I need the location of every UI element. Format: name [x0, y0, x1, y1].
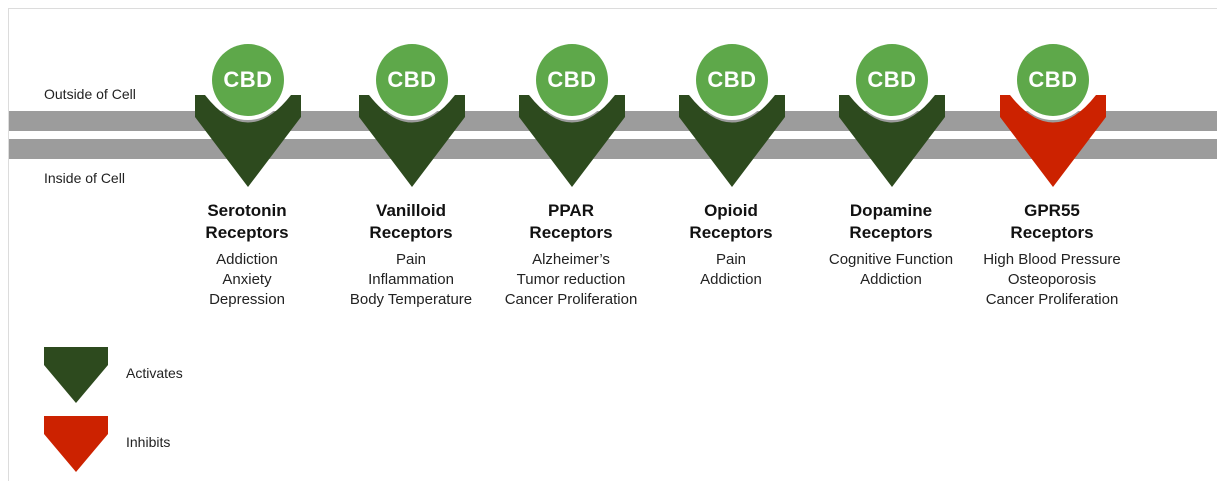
cbd-molecule: CBD [1013, 40, 1093, 120]
inside-of-cell-label: Inside of Cell [44, 170, 125, 186]
effect-item: Osteoporosis [1007, 271, 1097, 288]
receptor-arrow-shape [359, 95, 465, 187]
receptor-title: Serotonin Receptors [172, 200, 322, 244]
receptor-effects: Pain Inflammation Body Temperature [326, 250, 496, 310]
effect-item: Pain [715, 251, 747, 268]
effect-item: Cognitive Function [828, 251, 954, 268]
cbd-molecule: CBD [372, 40, 452, 120]
legend-inhibits-label: Inhibits [126, 434, 171, 450]
legend-activates: Activates [44, 347, 244, 403]
receptor-vanilloid: CBD Vanilloid Receptors Pain Inflammatio… [336, 0, 486, 320]
receptor-shape-icon [1000, 95, 1106, 187]
receptor-arrow-shape [679, 95, 785, 187]
receptor-gpr55: CBD GPR55 Receptors High Blood Pressure … [977, 0, 1127, 320]
effect-item: Depression [209, 291, 285, 308]
receptor-name: Vanilloid [376, 201, 446, 220]
receptor-title: GPR55 Receptors [977, 200, 1127, 244]
receptor-title: Dopamine Receptors [816, 200, 966, 244]
receptor-type: Receptors [369, 223, 453, 242]
cbd-label: CBD [212, 44, 284, 116]
effect-item: High Blood Pressure [983, 251, 1121, 268]
legend-inhibits: Inhibits [44, 416, 244, 472]
effect-item: Inflammation [368, 271, 454, 288]
receptor-type: Receptors [529, 223, 613, 242]
receptor-shape-icon [839, 95, 945, 187]
effect-item: Alzheimer’s [532, 251, 610, 268]
receptor-effects: Alzheimer’s Tumor reduction Cancer Proli… [486, 250, 656, 310]
cbd-label: CBD [536, 44, 608, 116]
cbd-label: CBD [376, 44, 448, 116]
effect-item: Anxiety [222, 271, 272, 288]
receptor-effects: Addiction Anxiety Depression [162, 250, 332, 310]
receptor-name: Opioid [704, 201, 758, 220]
activates-arrow-icon [44, 347, 108, 403]
effect-item: Tumor reduction [516, 271, 626, 288]
receptor-arrow-shape [519, 95, 625, 187]
receptor-effects: Cognitive Function Addiction [806, 250, 976, 290]
receptor-dopamine: CBD Dopamine Receptors Cognitive Functio… [816, 0, 966, 320]
receptor-shape-icon [359, 95, 465, 187]
cbd-molecule: CBD [532, 40, 612, 120]
receptor-name: Serotonin [207, 201, 287, 220]
cbd-label: CBD [1017, 44, 1089, 116]
receptor-type: Receptors [205, 223, 289, 242]
receptor-arrow-shape [1000, 95, 1106, 187]
effect-item: Cancer Proliferation [985, 291, 1119, 308]
effect-item: Addiction [700, 271, 762, 288]
receptor-shape-icon [519, 95, 625, 187]
receptor-arrow-shape [839, 95, 945, 187]
receptor-name: GPR55 [1024, 201, 1080, 220]
effect-item: Pain [395, 251, 427, 268]
effect-item: Cancer Proliferation [504, 291, 638, 308]
receptor-shape-icon [195, 95, 301, 187]
receptor-shape-icon [679, 95, 785, 187]
receptor-arrow-shape [195, 95, 301, 187]
effect-item: Addiction [860, 271, 922, 288]
cbd-molecule: CBD [852, 40, 932, 120]
diagram-frame [8, 8, 1217, 481]
receptor-type: Receptors [689, 223, 773, 242]
cbd-label: CBD [856, 44, 928, 116]
receptor-name: PPAR [548, 201, 594, 220]
effect-item: Addiction [216, 251, 278, 268]
inhibits-arrow-icon [44, 416, 108, 472]
receptor-opioid: CBD Opioid Receptors Pain Addiction [656, 0, 806, 320]
receptor-effects: High Blood Pressure Osteoporosis Cancer … [967, 250, 1137, 310]
receptor-serotonin: CBD Serotonin Receptors Addiction Anxiet… [172, 0, 322, 320]
effect-item: Body Temperature [349, 291, 473, 308]
legend-activates-label: Activates [126, 365, 183, 381]
receptor-title: PPAR Receptors [496, 200, 646, 244]
receptor-ppar: CBD PPAR Receptors Alzheimer’s Tumor red… [496, 0, 646, 320]
cbd-label: CBD [696, 44, 768, 116]
receptor-type: Receptors [849, 223, 933, 242]
receptor-title: Vanilloid Receptors [336, 200, 486, 244]
cbd-molecule: CBD [208, 40, 288, 120]
receptor-effects: Pain Addiction [646, 250, 816, 290]
cbd-molecule: CBD [692, 40, 772, 120]
receptor-title: Opioid Receptors [656, 200, 806, 244]
outside-of-cell-label: Outside of Cell [44, 86, 136, 102]
receptor-name: Dopamine [849, 201, 933, 220]
receptor-type: Receptors [1010, 223, 1094, 242]
